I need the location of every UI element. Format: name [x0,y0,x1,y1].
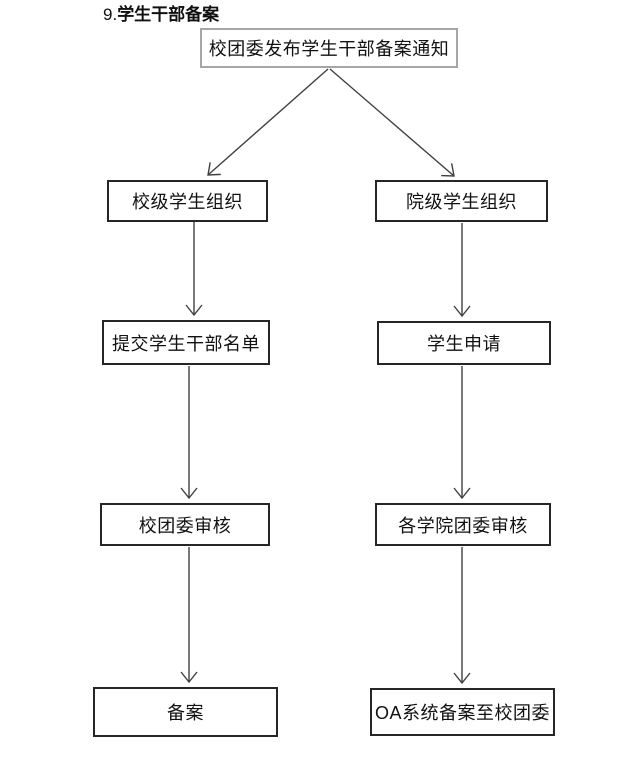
node-college-org: 院级学生组织 [375,180,548,222]
section-heading: 9.学生干部备案 [103,4,219,26]
arrow-notice-to-school-org [207,68,329,176]
node-submit-list: 提交学生干部名单 [102,320,270,365]
node-school-org-label: 校级学生组织 [132,192,243,212]
node-school-review: 校团委审核 [100,503,270,546]
arrow-notice-to-college-org [329,68,455,177]
node-college-review: 各学院团委审核 [375,503,551,546]
node-submit-list-label: 提交学生干部名单 [112,333,260,354]
node-notice: 校团委发布学生干部备案通知 [200,28,458,68]
node-school-org: 校级学生组织 [107,180,268,222]
node-oa-filing: OA系统备案至校团委 [370,688,555,736]
node-oa-filing-label: OA系统备案至校团委 [374,703,550,723]
node-school-review-label: 校团委审核 [138,515,232,536]
node-filing-label: 备案 [167,703,204,723]
node-college-review-label: 各学院团委审核 [398,515,528,536]
node-filing: 备案 [93,687,278,737]
node-notice-label: 校团委发布学生干部备案通知 [208,39,450,59]
section-number: 9. [103,5,118,24]
node-student-apply: 学生申请 [377,321,551,365]
node-college-org-label: 院级学生组织 [406,192,517,212]
node-student-apply-label: 学生申请 [427,334,501,354]
section-title: 学生干部备案 [117,5,220,24]
